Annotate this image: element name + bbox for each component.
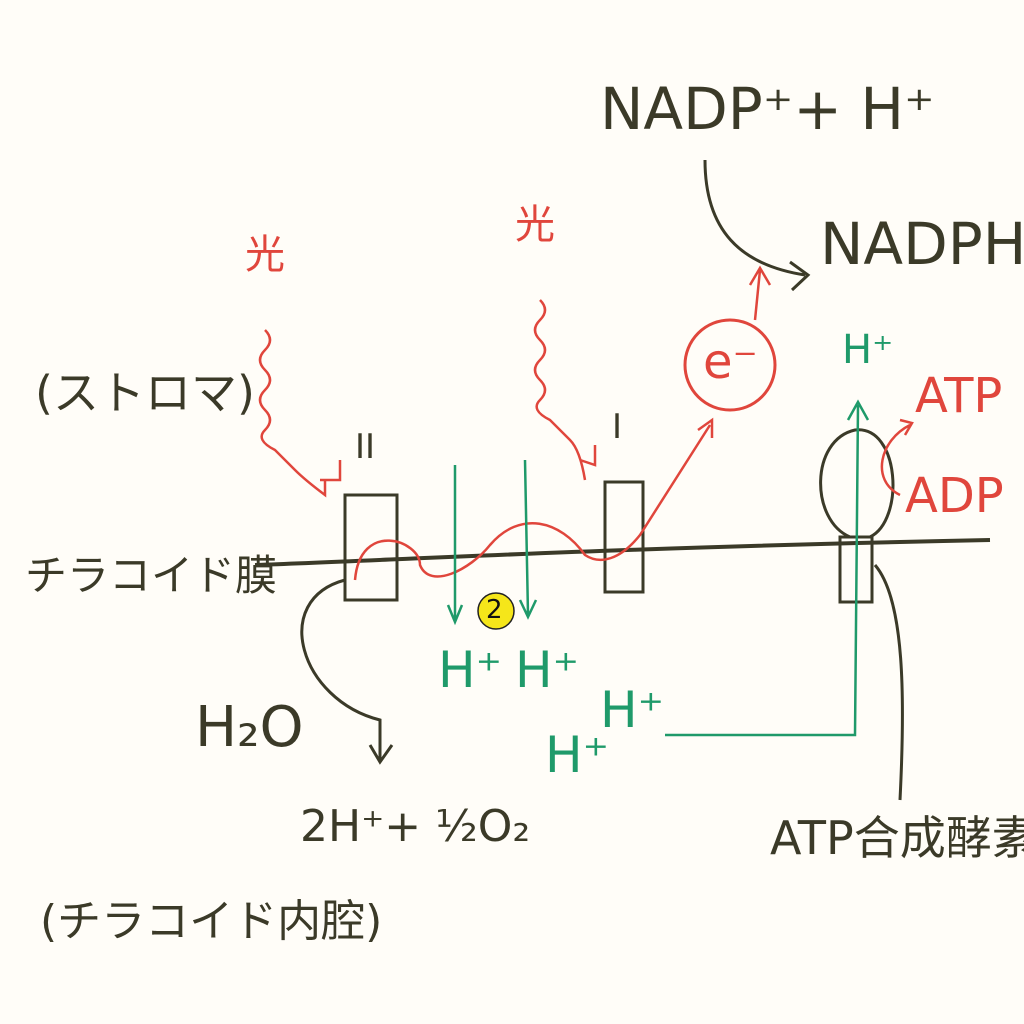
lumen-label: (チラコイド内腔) <box>40 896 383 947</box>
ps1-label: I <box>612 407 623 447</box>
marker-circle <box>477 592 515 630</box>
h-lumen-label: H⁺ <box>438 641 502 699</box>
water-split-arrow <box>300 578 394 765</box>
light-arrow-right <box>533 299 597 481</box>
electron-circle <box>683 318 777 412</box>
h-lumen-label: H⁺ <box>600 681 664 739</box>
proton-flow-arrow <box>665 399 870 737</box>
atp-synthase-label: ATP合成酵素 <box>770 811 1024 865</box>
ps2-label: II <box>355 427 376 467</box>
thylakoid-membrane-line <box>254 538 991 567</box>
photosystem-2-box <box>343 493 399 602</box>
adp-label: ADP <box>905 468 1004 524</box>
membrane-label: チラコイド膜 <box>25 551 278 600</box>
light-arrow-left <box>258 329 342 498</box>
nadp-reduction-arrow <box>703 159 811 292</box>
adp-to-atp-arrow <box>880 418 914 497</box>
electron-label: e⁻ <box>703 334 758 390</box>
atp-synthase-head <box>819 428 895 539</box>
atp-synthase-pointer <box>873 564 904 801</box>
proton-arrow-1 <box>446 465 464 626</box>
marker-number: 2 <box>486 595 503 625</box>
water-products-label: 2H⁺+ ½O₂ <box>300 801 531 852</box>
h-lumen-label: H⁺ <box>515 641 579 699</box>
photosystem-1-box <box>603 480 645 594</box>
stroma-label: (ストロマ) <box>35 366 255 420</box>
light-label-left: 光 <box>245 232 285 278</box>
h-stroma-label: H⁺ <box>842 327 894 373</box>
proton-arrow-2 <box>518 459 538 620</box>
atp-label: ATP <box>915 368 1003 424</box>
light-label-right: 光 <box>515 202 555 248</box>
electron-transport-path <box>353 417 714 581</box>
nadph-label: NADPH <box>820 210 1024 278</box>
electron-to-nadph-arrow <box>748 265 772 321</box>
nadp-label: NADP⁺+ H⁺ <box>600 75 935 143</box>
h-lumen-label: H⁺ <box>545 726 609 784</box>
h2o-label: H₂O <box>195 695 304 760</box>
